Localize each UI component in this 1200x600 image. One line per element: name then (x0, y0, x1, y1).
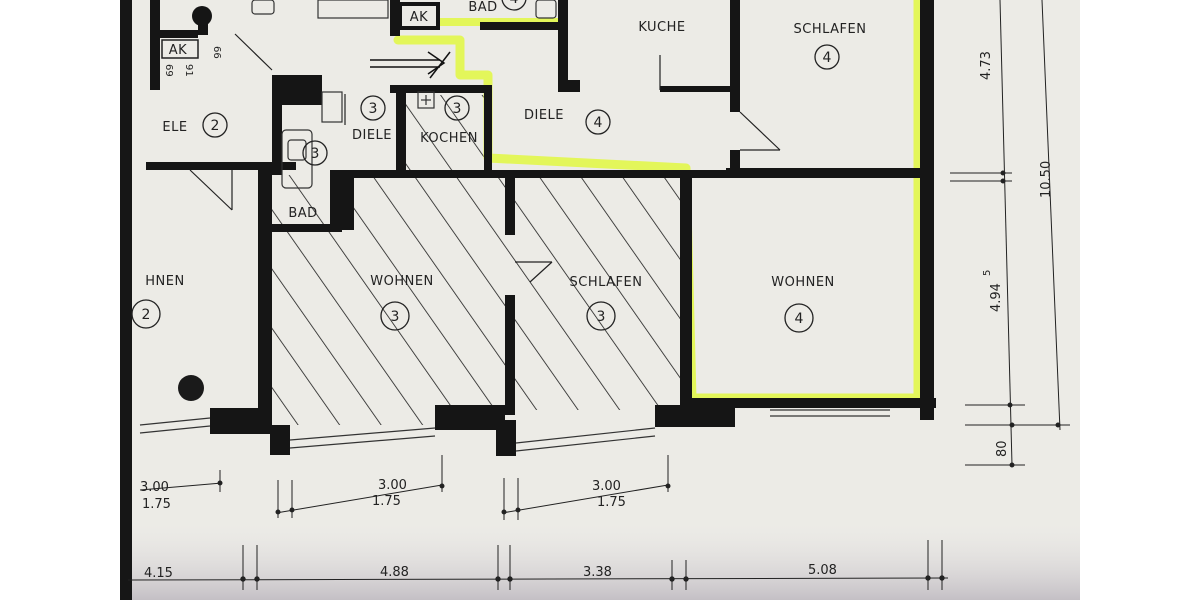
dim-right-mid: 4.94 (989, 283, 1004, 312)
label-schlafen-3: SCHLAFEN (570, 275, 643, 290)
dim-window-2-width: 3.00 (378, 478, 407, 493)
window-dimension-lines (139, 455, 671, 520)
label-ak-top: AK (410, 10, 428, 25)
label-schlafen-4: SCHLAFEN (794, 22, 867, 37)
ak-box-top (398, 2, 440, 30)
dim-bottom-4: 5.08 (808, 563, 837, 578)
punch-hole (178, 375, 204, 401)
label-wohnen-4: WOHNEN (771, 275, 835, 290)
walls (146, 0, 936, 456)
label-diele-2: ELE (162, 120, 187, 135)
right-dimension-lines (950, 0, 1070, 468)
dim-window-3-width: 3.00 (592, 479, 621, 494)
label-bad-3: BAD (288, 206, 317, 221)
paper-left-edge (120, 0, 132, 600)
unit-num-wohnen-4: 4 (795, 311, 804, 327)
label-bad-4: BAD (468, 0, 497, 15)
dim-bottom-1: 4.15 (144, 566, 173, 581)
unit-num-bad-4: 4 (510, 0, 519, 7)
unit-num-wohnen-3: 3 (391, 309, 400, 325)
ak-box-left (161, 39, 199, 59)
hatch-kochen-3 (405, 95, 487, 170)
label-kochen-3: KOCHEN (420, 131, 478, 146)
unit-circles (131, 0, 840, 333)
unit-num-diele-4: 4 (594, 115, 603, 131)
dim-right-mid-sup: 5 (982, 270, 993, 276)
dim-small-69: 69 (163, 64, 174, 77)
unit-num-wohnen-2: 2 (142, 307, 151, 323)
dim-bottom-2: 4.88 (380, 565, 409, 580)
dim-bottom-3: 3.38 (583, 565, 612, 580)
doors (189, 33, 781, 283)
unit-num-bad-3: 3 (311, 146, 320, 162)
label-wohnen-3: WOHNEN (370, 274, 434, 289)
dim-small-91: 91 (183, 64, 194, 77)
dim-window-3-height: 1.75 (597, 495, 626, 510)
dim-window-1-width: 3.00 (140, 480, 169, 495)
chimney-dot (192, 6, 212, 26)
dim-window-2-height: 1.75 (372, 494, 401, 509)
dim-right-bottom: 80 (995, 440, 1010, 457)
unit-num-diele-2: 2 (211, 118, 220, 134)
label-diele-4: DIELE (524, 108, 564, 123)
unit-num-schlafen-4: 4 (823, 50, 832, 66)
fixtures (251, 0, 557, 189)
entrance-arrow (370, 51, 451, 79)
label-ak-left: AK (169, 43, 187, 58)
label-diele-3: DIELE (352, 128, 392, 143)
windows (139, 409, 890, 452)
label-kueche: KUCHE (638, 20, 685, 35)
hatch-wohnen-3 (272, 175, 512, 425)
bottom-dimension-line (127, 540, 949, 590)
dim-window-1-height: 1.75 (142, 497, 171, 512)
hatch-schlafen-3 (512, 175, 680, 410)
dim-right-top: 4.73 (979, 51, 994, 80)
label-wohnen-2: HNEN (145, 274, 184, 289)
unit-num-kochen-3: 3 (453, 101, 462, 117)
dim-small-66: 66 (211, 46, 222, 59)
unit-num-diele-3: 3 (369, 101, 378, 117)
unit-num-schlafen-3: 3 (597, 309, 606, 325)
dim-right-total: 10.50 (1039, 161, 1054, 198)
